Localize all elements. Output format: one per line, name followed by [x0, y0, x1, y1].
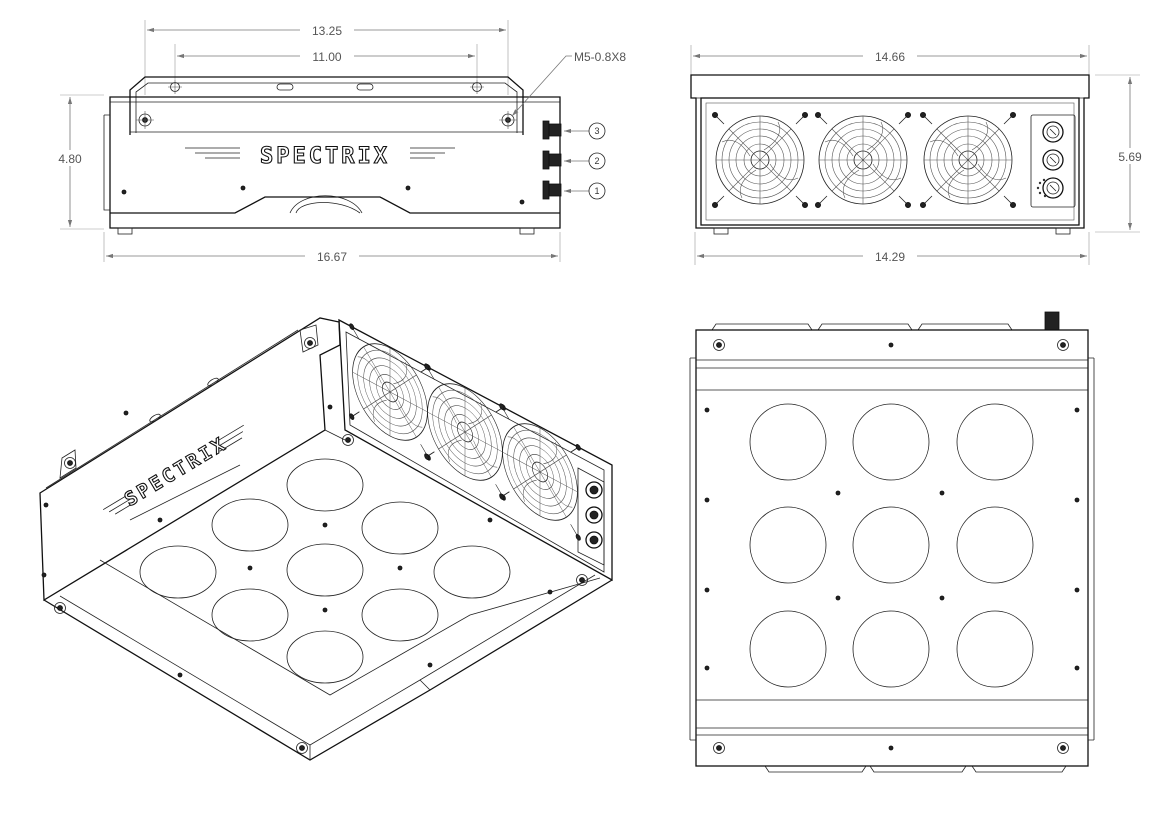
callout-1: 1	[594, 186, 599, 196]
dim-side-bottom: 14.29	[875, 250, 905, 264]
front-logo: SPECTRIX	[260, 144, 390, 169]
callout-2: 2	[594, 156, 599, 166]
front-view: 13.25 11.00 4.80 16.67	[50, 20, 626, 264]
dim-side-top: 14.66	[875, 50, 905, 64]
dim-bottom-overall: 16.67	[317, 250, 347, 264]
dim-top-inner: 11.00	[312, 50, 341, 64]
isometric-view: SPECTRIX	[39, 317, 613, 761]
iso-lens-array	[139, 458, 511, 684]
side-view: 14.66 5.69 14.29	[690, 45, 1150, 265]
thread-callout: M5-0.8X8	[574, 50, 626, 64]
dim-side-height: 5.69	[1118, 150, 1142, 164]
callout-3: 3	[594, 126, 599, 136]
iso-logo: SPECTRIX	[121, 433, 231, 511]
bottom-lens-grid	[749, 403, 1034, 688]
dim-top-overall: 13.25	[312, 24, 342, 38]
dim-height: 4.80	[58, 152, 82, 166]
connector-stack	[542, 120, 562, 200]
bottom-view	[689, 311, 1095, 773]
